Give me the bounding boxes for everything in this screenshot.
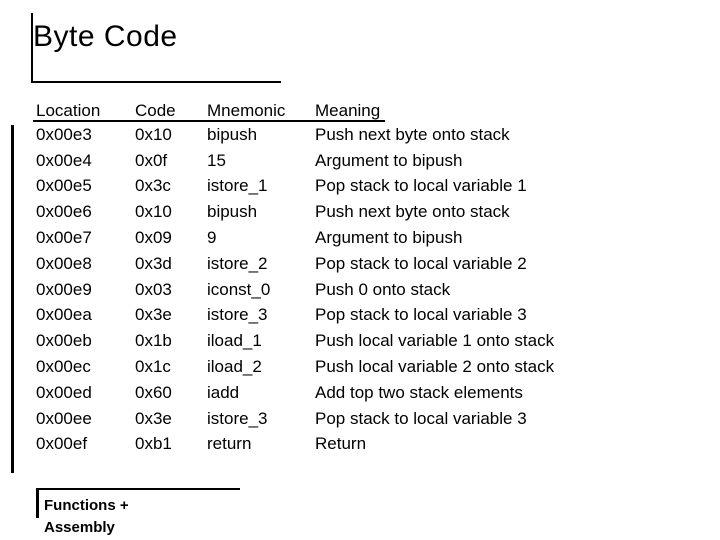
cell-meaning: Push local variable 2 onto stack	[315, 357, 555, 377]
vertical-divider	[11, 125, 14, 473]
cell-code: 0x3c	[135, 176, 171, 196]
table-row: 0x00e6 0x10 bipush Push next byte onto stac…	[33, 199, 593, 225]
cell-mnemonic: istore_3	[207, 408, 268, 428]
cell-meaning: Pop stack to local variable 2	[315, 253, 527, 273]
bytecode-table: Location Code Mnemonic Meaning 0x00e3 0x1…	[33, 102, 593, 457]
table-row: 0x00e9 0x03 iconst_0 Push 0 onto stack	[33, 277, 593, 303]
table-row: 0x00ef 0xb1 return Return	[33, 432, 593, 458]
table-row: 0x00eb 0x1b iload_1 Push local variable 1 o…	[33, 328, 593, 354]
cell-location: 0x00ed	[36, 382, 92, 402]
cell-location: 0x00e4	[36, 150, 92, 170]
cell-code: 0x09	[135, 228, 172, 248]
cell-mnemonic: 15	[207, 150, 226, 170]
column-header-mnemonic: Mnemonic	[207, 101, 286, 120]
cell-meaning: Pop stack to local variable 3	[315, 408, 527, 428]
cell-location: 0x00ec	[36, 357, 91, 377]
table-header-row: Location Code Mnemonic Meaning	[33, 102, 385, 122]
cell-code: 0x0f	[135, 150, 168, 170]
cell-code: 0x10	[135, 202, 172, 222]
column-header-code: Code	[135, 101, 176, 120]
cell-mnemonic: istore_2	[207, 253, 268, 273]
cell-mnemonic: istore_1	[207, 176, 268, 196]
footer-label-box: Functions + Assembly	[36, 488, 240, 539]
cell-location: 0x00ea	[36, 305, 92, 325]
cell-meaning: Add top two stack elements	[315, 382, 523, 402]
cell-meaning: Return	[315, 434, 367, 454]
footer-line2: Assembly	[44, 519, 115, 536]
cell-meaning: Push 0 onto stack	[315, 279, 451, 299]
table-row: 0x00ea 0x3e istore_3 Pop stack to local var…	[33, 303, 593, 329]
cell-code: 0x1c	[135, 357, 171, 377]
cell-code: 0x3e	[135, 408, 172, 428]
cell-code: 0x1b	[135, 331, 172, 351]
table-row: 0x00e8 0x3d istore_2 Pop stack to local var…	[33, 251, 593, 277]
cell-mnemonic: iload_1	[207, 331, 262, 351]
cell-mnemonic: bipush	[207, 124, 258, 144]
cell-mnemonic: iadd	[207, 382, 240, 402]
cell-location: 0x00e7	[36, 228, 92, 248]
title-rule	[31, 13, 281, 83]
table-row: 0x00e4 0x0f 15 Argument to bipush	[33, 148, 593, 174]
cell-mnemonic: iload_2	[207, 357, 262, 377]
cell-meaning: Pop stack to local variable 1	[315, 176, 527, 196]
table-row: 0x00ed 0x60 iadd Add top two stack elements	[33, 380, 593, 406]
cell-location: 0x00e5	[36, 176, 92, 196]
cell-code: 0x60	[135, 382, 172, 402]
cell-meaning: Push next byte onto stack	[315, 202, 510, 222]
table-row: 0x00ee 0x3e istore_3 Pop stack to local var…	[33, 406, 593, 432]
table-row: 0x00ec 0x1c iload_2 Push local variable 2 o…	[33, 354, 593, 380]
cell-meaning: Argument to bipush	[315, 150, 463, 170]
column-header-location: Location	[36, 101, 101, 120]
page-title: Byte Code	[33, 20, 178, 53]
cell-meaning: Pop stack to local variable 3	[315, 305, 527, 325]
cell-mnemonic: return	[207, 434, 252, 454]
cell-location: 0x00e9	[36, 279, 92, 299]
cell-meaning: Push local variable 1 onto stack	[315, 331, 555, 351]
cell-code: 0xb1	[135, 434, 172, 454]
table-row: 0x00e3 0x10 bipush Push next byte onto stac…	[33, 122, 593, 148]
footer-label: Functions + Assembly	[36, 490, 240, 539]
cell-mnemonic: 9	[207, 228, 217, 248]
cell-code: 0x3e	[135, 305, 172, 325]
footer-line1: Functions +	[44, 497, 129, 514]
table-row: 0x00e5 0x3c istore_1 Pop stack to local var…	[33, 174, 593, 200]
cell-location: 0x00e6	[36, 202, 92, 222]
column-header-meaning: Meaning	[315, 101, 381, 120]
cell-code: 0x3d	[135, 253, 172, 273]
cell-location: 0x00ee	[36, 408, 92, 428]
cell-location: 0x00e3	[36, 124, 92, 144]
cell-mnemonic: istore_3	[207, 305, 268, 325]
table-row: 0x00e7 0x09 9 Argument to bipush	[33, 225, 593, 251]
cell-location: 0x00e8	[36, 253, 92, 273]
cell-meaning: Push next byte onto stack	[315, 124, 510, 144]
cell-mnemonic: iconst_0	[207, 279, 271, 299]
cell-code: 0x10	[135, 124, 172, 144]
cell-code: 0x03	[135, 279, 172, 299]
cell-meaning: Argument to bipush	[315, 228, 463, 248]
cell-location: 0x00ef	[36, 434, 88, 454]
cell-mnemonic: bipush	[207, 202, 258, 222]
cell-location: 0x00eb	[36, 331, 92, 351]
